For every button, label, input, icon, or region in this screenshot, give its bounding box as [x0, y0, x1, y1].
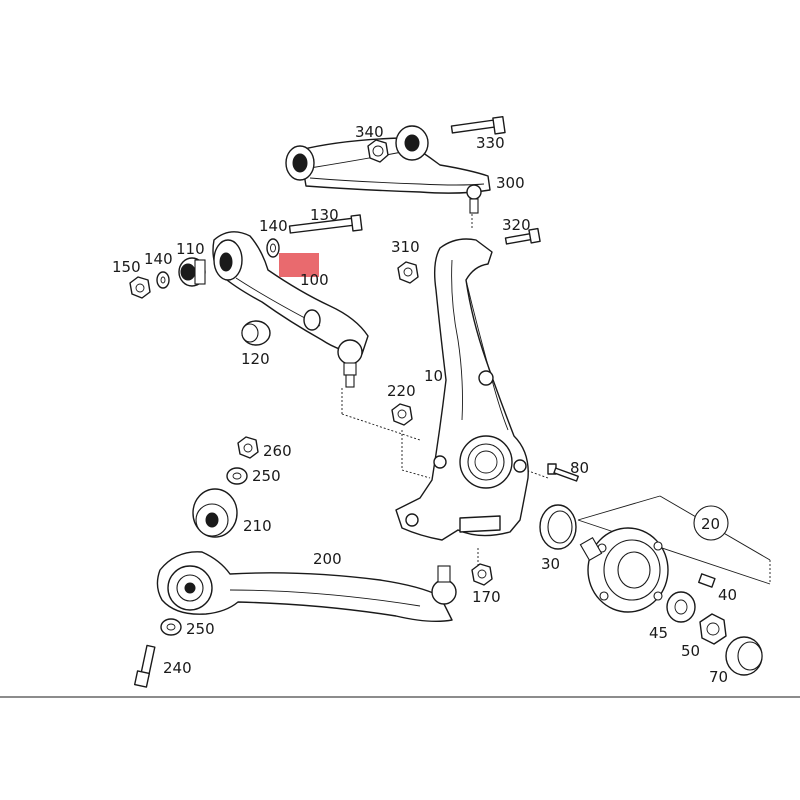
label-80: 80 [570, 459, 589, 477]
label-140-top: 140 [259, 217, 288, 235]
label-250-lower: 250 [186, 620, 215, 638]
part-labels: 340 330 300 140 130 110 140 150 100 310 … [112, 123, 737, 686]
label-70: 70 [709, 668, 728, 686]
bolt-330 [450, 115, 506, 135]
wheel-hub [579, 527, 669, 613]
label-150: 150 [112, 258, 141, 276]
nut-220 [391, 403, 413, 426]
bolt-80 [547, 463, 579, 482]
washer-140-left [156, 271, 170, 289]
label-100: 100 [300, 271, 329, 289]
label-50: 50 [681, 642, 700, 660]
label-300: 300 [496, 174, 525, 192]
label-40: 40 [718, 586, 737, 604]
nut-170 [471, 563, 493, 586]
label-170: 170 [472, 588, 501, 606]
label-10: 10 [424, 367, 443, 385]
label-30: 30 [541, 555, 560, 573]
bolt-240 [133, 644, 156, 688]
bolt-40 [698, 573, 716, 588]
nut-150 [129, 276, 151, 299]
label-250-upper: 250 [252, 467, 281, 485]
hub-cap-70 [725, 636, 763, 676]
label-20: 20 [701, 515, 720, 533]
washer-45 [666, 591, 696, 623]
bushing-120 [241, 320, 271, 346]
bolt-130 [288, 214, 363, 234]
nut-310 [397, 261, 419, 284]
axle-nut-50 [699, 613, 727, 645]
label-240: 240 [163, 659, 192, 677]
bolt-320 [504, 227, 541, 245]
bushing-110 [178, 257, 206, 287]
label-110: 110 [176, 240, 205, 258]
washer-140-top [266, 238, 280, 258]
label-130: 130 [310, 206, 339, 224]
highlight-marker [279, 253, 319, 277]
label-220: 220 [387, 382, 416, 400]
lower-arm-100 [212, 231, 369, 388]
lower-arm-200 [156, 551, 457, 623]
washer-250-lower [160, 618, 182, 636]
label-120: 120 [241, 350, 270, 368]
label-260: 260 [263, 442, 292, 460]
label-140-left: 140 [144, 250, 173, 268]
label-200: 200 [313, 550, 342, 568]
nut-340 [367, 139, 389, 163]
callout-circle-20 [693, 505, 729, 541]
label-330: 330 [476, 134, 505, 152]
label-210: 210 [243, 517, 272, 535]
steering-knuckle-10 [395, 238, 529, 541]
seal-ring-30 [539, 504, 577, 550]
nut-260 [237, 436, 259, 459]
upper-control-arm-300 [285, 125, 491, 214]
washer-250-upper [226, 467, 248, 485]
label-340: 340 [355, 123, 384, 141]
bushing-210 [192, 488, 238, 538]
label-320: 320 [502, 216, 531, 234]
label-45: 45 [649, 624, 668, 642]
label-310: 310 [391, 238, 420, 256]
